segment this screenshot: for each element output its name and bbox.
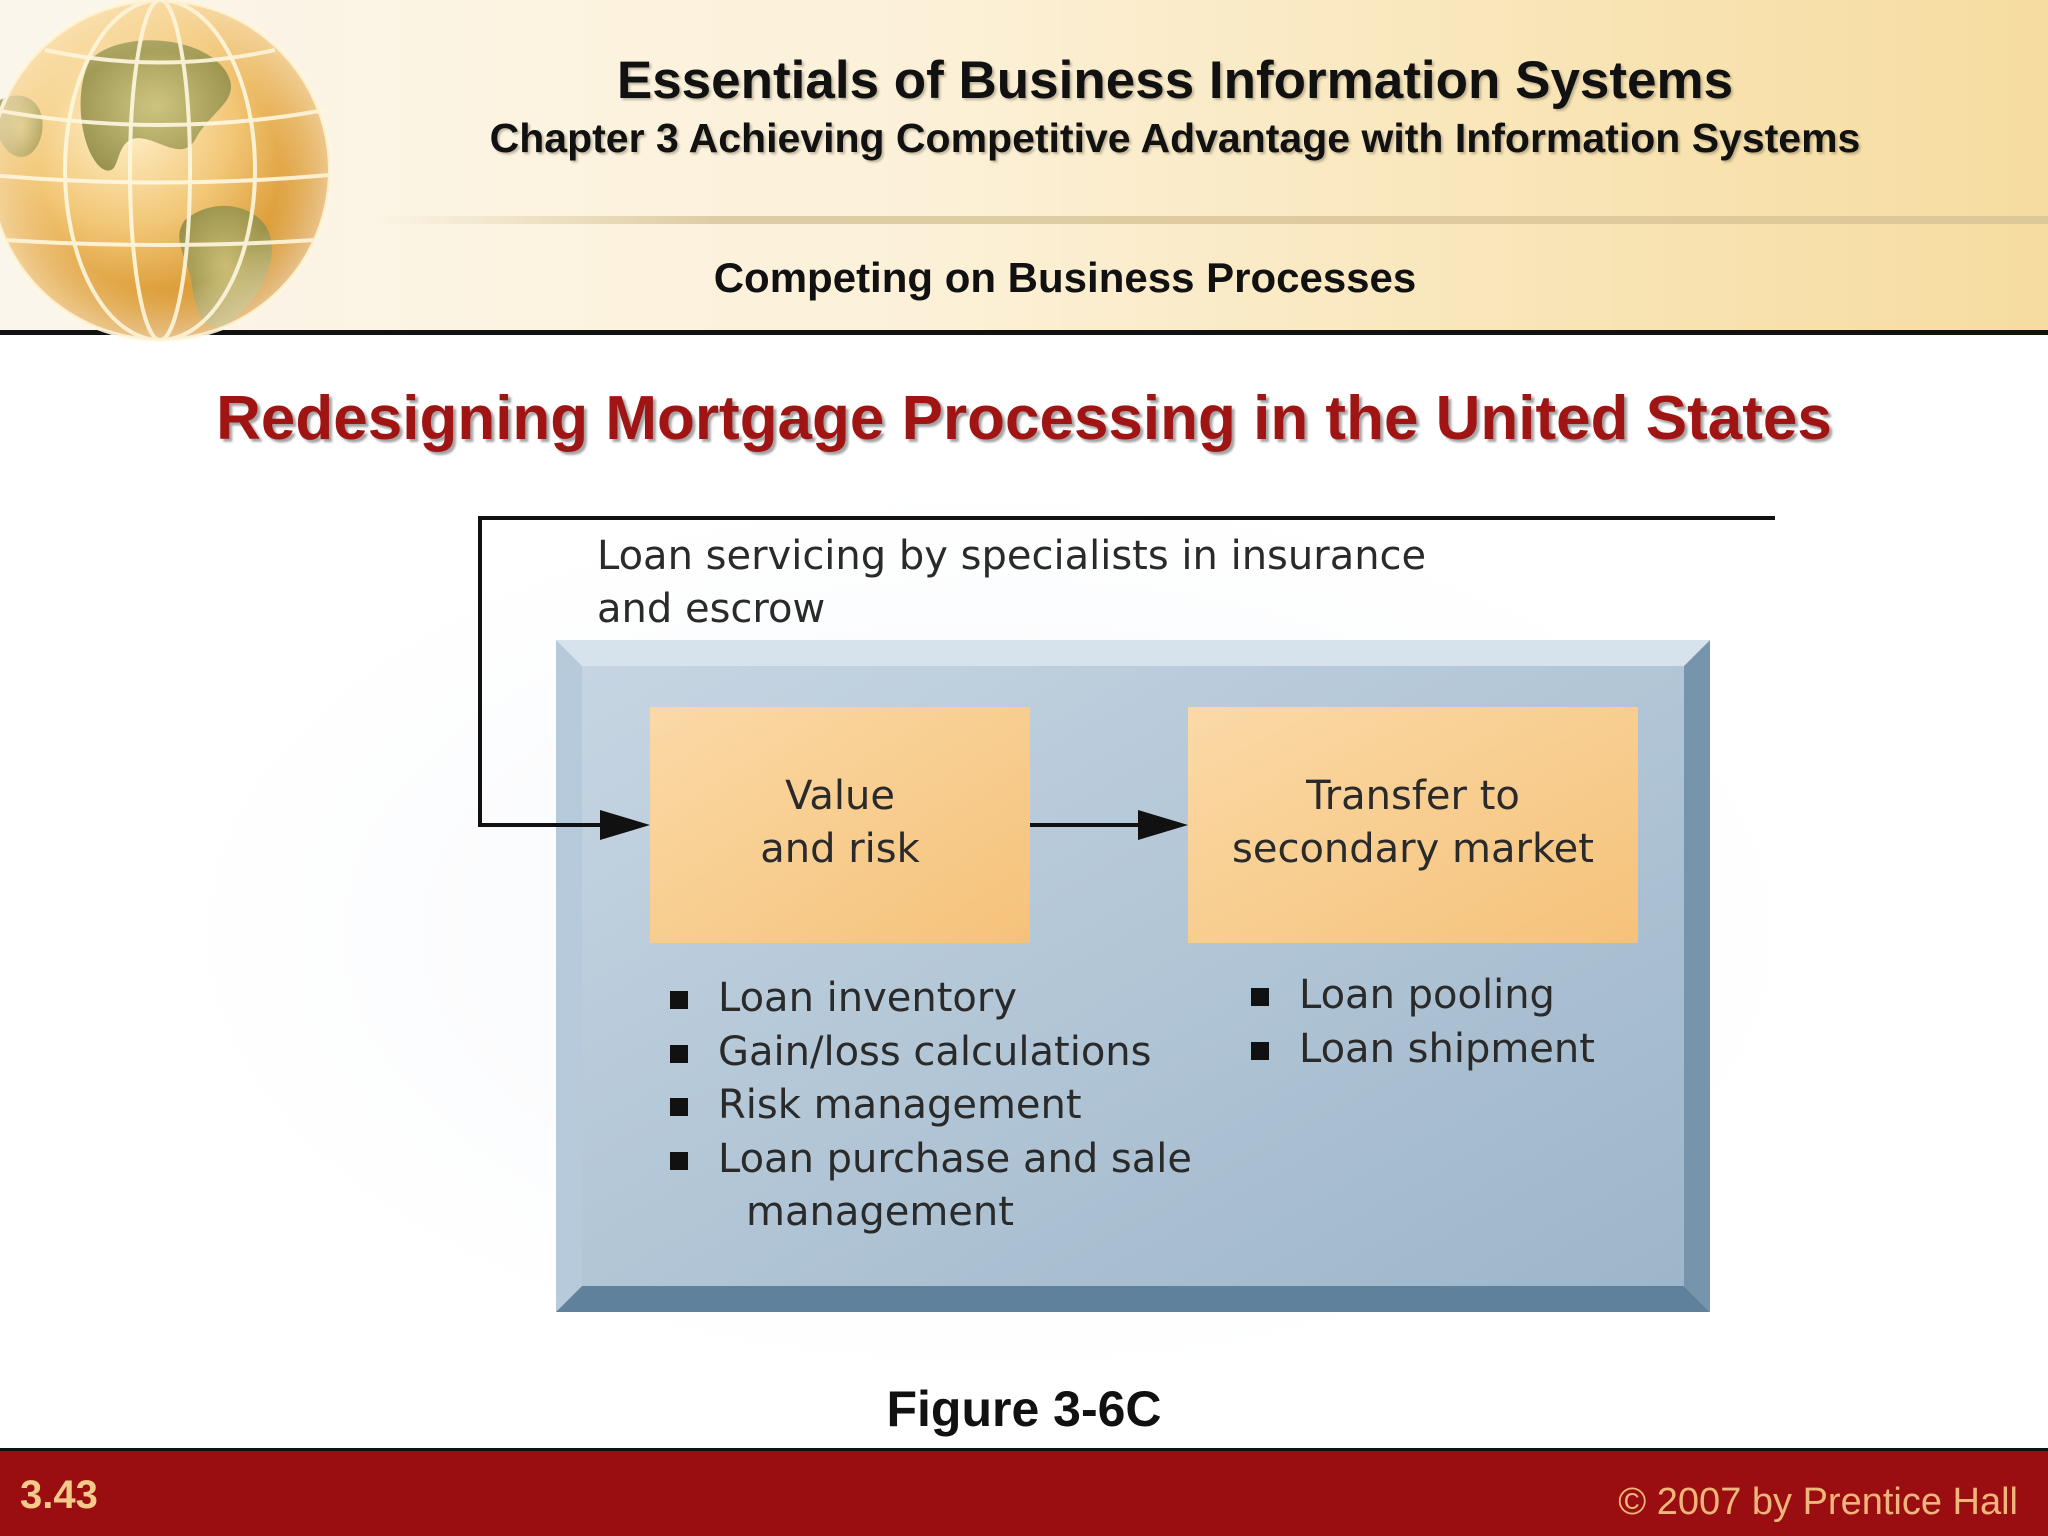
loop-label-line1: Loan servicing by specialists in insuran… — [597, 533, 1427, 579]
section-title: Competing on Business Processes — [713, 254, 1417, 301]
list-item-continuation: management — [746, 1189, 1014, 1235]
chapter-title: Chapter 3 Achieving Competitive Advantag… — [489, 115, 1861, 161]
secondary-market-line1: Transfer to — [1306, 773, 1520, 819]
value-risk-bullet-list: Loan inventory Gain/loss calculations Ri… — [666, 972, 1286, 1240]
secondary-market-bullet-list: Loan pooling Loan shipment — [1247, 969, 1687, 1076]
slide-title: Redesigning Mortgage Processing in the U… — [216, 384, 1832, 453]
value-risk-line1: Value — [785, 773, 895, 819]
secondary-market-line2: secondary market — [1232, 826, 1594, 872]
secondary-market-box — [1188, 707, 1638, 943]
loan-servicing-loop-arrow — [478, 516, 1775, 827]
list-item: Loan shipment — [1247, 1023, 1687, 1077]
loop-label: Loan servicing by specialists in insuran… — [597, 530, 1597, 636]
globe-icon — [0, 0, 332, 342]
value-risk-line2: and risk — [760, 826, 920, 872]
list-item: Risk management — [666, 1079, 1286, 1133]
secondary-market-label: Transfer to secondary market — [1188, 770, 1638, 876]
slide-header: Essentials of Business Information Syste… — [0, 0, 2048, 342]
slide-footer: 3.43 © 2007 by Prentice Hall — [0, 1448, 2048, 1536]
list-item: Loan pooling — [1247, 969, 1687, 1023]
process-diagram — [478, 516, 1775, 1312]
slide-number: 3.43 — [20, 1473, 98, 1517]
copyright-notice: © 2007 by Prentice Hall — [1618, 1481, 2018, 1523]
figure-caption: Figure 3-6C — [886, 1381, 1162, 1437]
loop-arrowhead — [600, 810, 650, 840]
book-title: Essentials of Business Information Syste… — [616, 51, 1734, 110]
header-divider — [380, 216, 2048, 224]
list-item: Loan inventory — [666, 972, 1286, 1026]
list-item: Gain/loss calculations — [666, 1026, 1286, 1080]
value-risk-box — [650, 707, 1030, 943]
connector-arrowhead — [1138, 810, 1188, 840]
loop-label-line2: and escrow — [597, 586, 826, 632]
value-risk-label: Value and risk — [650, 770, 1030, 876]
